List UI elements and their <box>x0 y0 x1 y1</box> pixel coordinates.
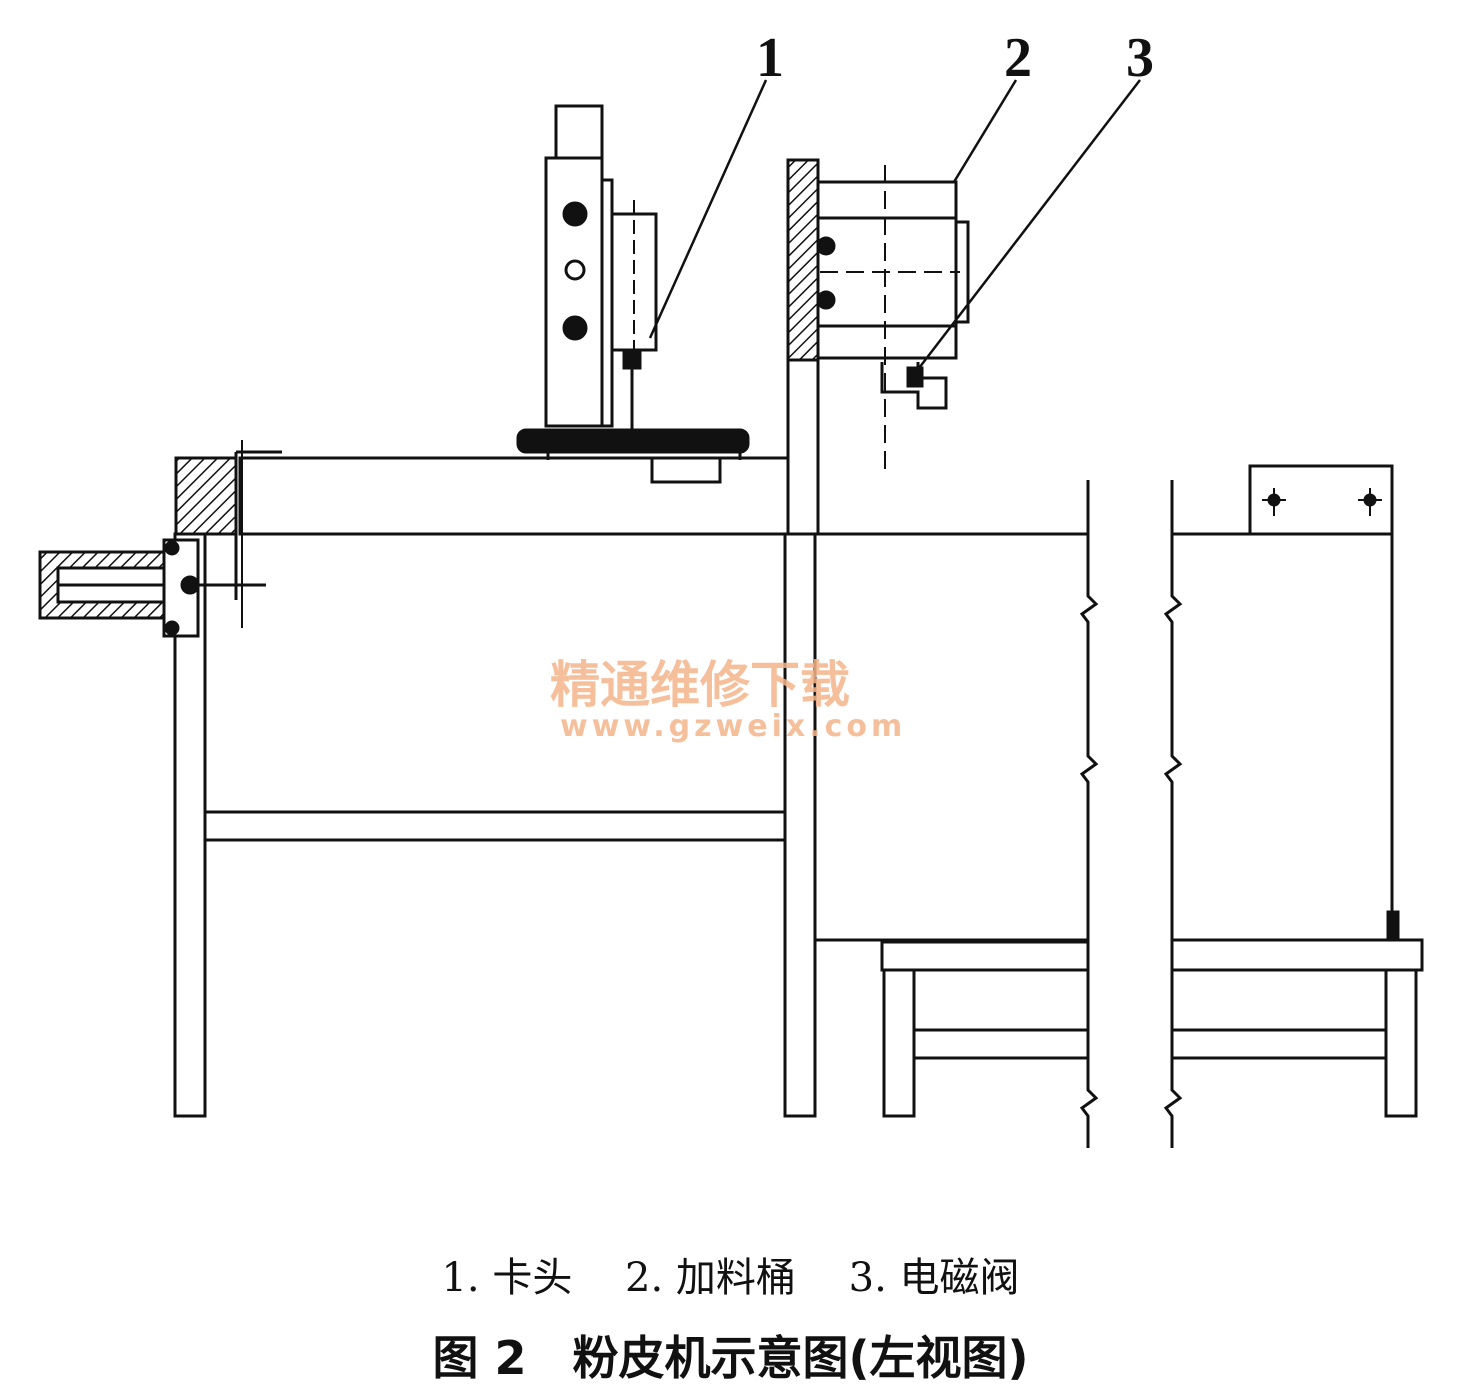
hopper <box>816 165 970 470</box>
side-clamp-assembly <box>38 440 282 638</box>
legend-item: 2. 加料桶 <box>625 1255 796 1301</box>
right-frame <box>880 464 1424 1148</box>
leader-lines <box>648 79 1141 373</box>
clamp-head-unit <box>516 104 750 460</box>
legend-item: 1. 卡头 <box>441 1255 573 1301</box>
figure-caption: 图 2 粉皮机示意图(左视图) <box>432 1331 1029 1385</box>
legend-item: 3. 电磁阀 <box>848 1255 1020 1301</box>
callout-1: 1 <box>756 27 784 89</box>
callout-3: 3 <box>1126 27 1154 89</box>
main-table <box>173 456 818 1118</box>
watermark-url: www.gzweix.com <box>560 709 906 744</box>
hopper-post <box>786 158 1088 942</box>
legend: 1. 卡头 2. 加料桶 3. 电磁阀 <box>0 1245 1461 1303</box>
watermark-title: 精通维修下载 <box>550 656 850 714</box>
solenoid-valve <box>880 362 948 410</box>
callout-2: 2 <box>1004 27 1032 89</box>
